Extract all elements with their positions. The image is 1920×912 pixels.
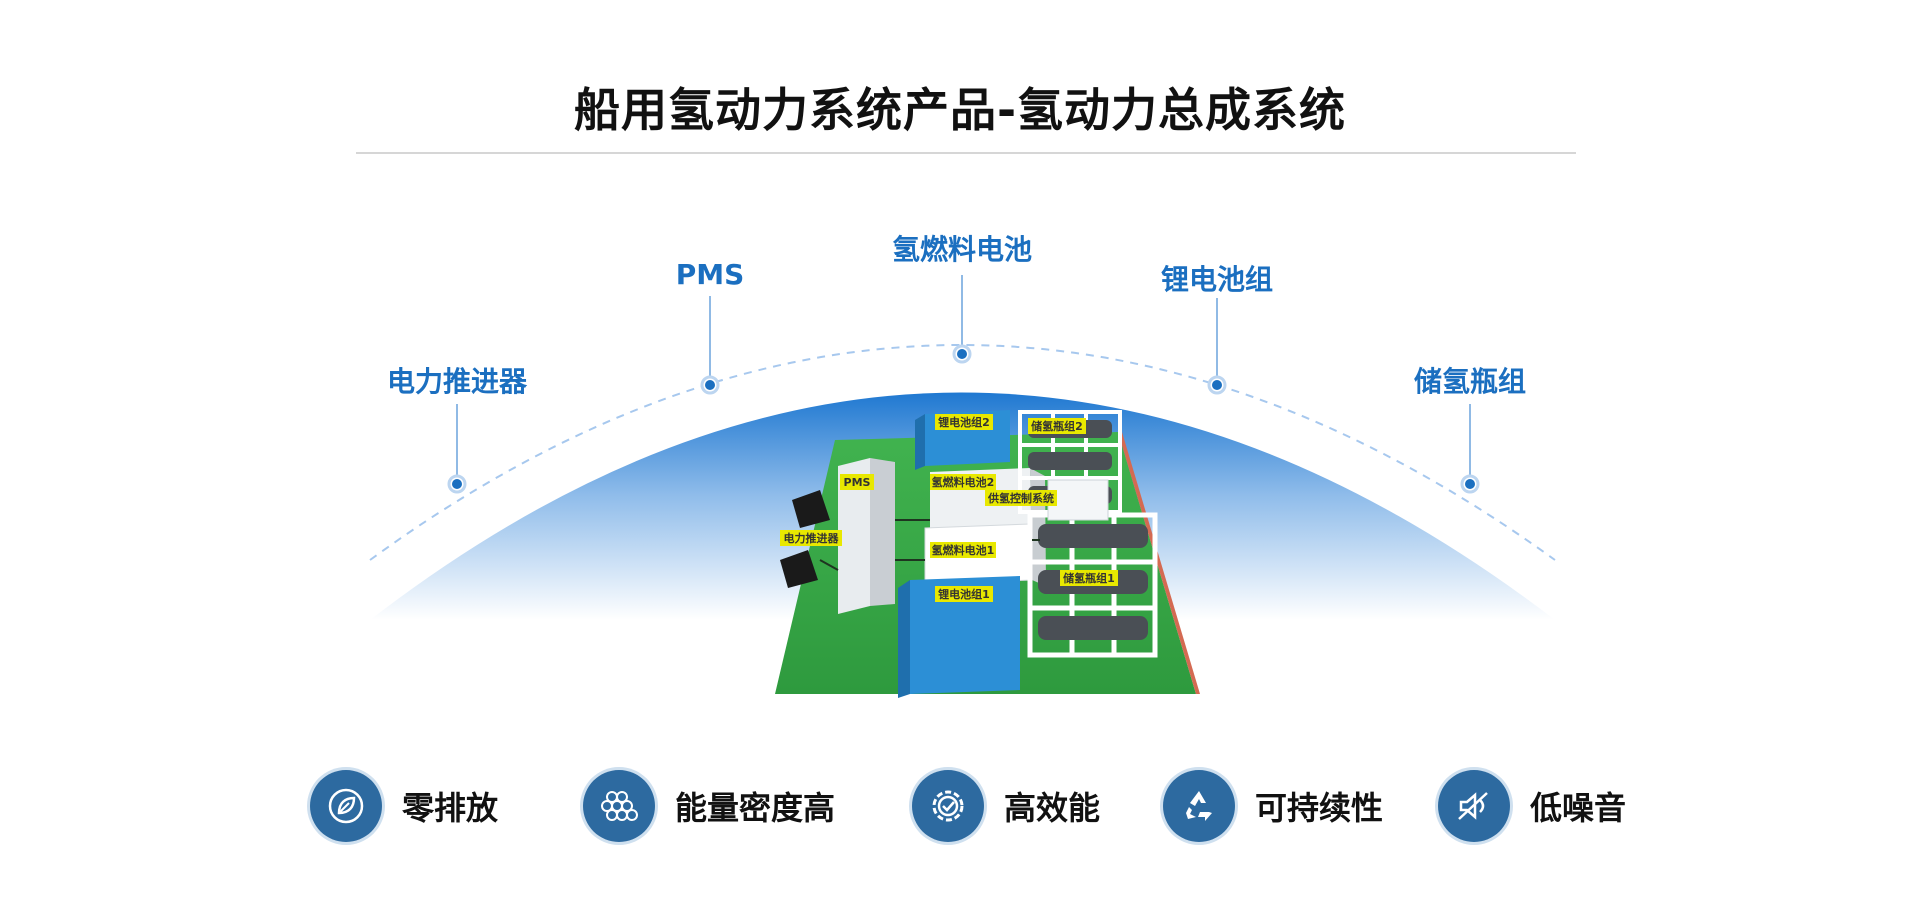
feature-label: 高效能 — [1004, 789, 1101, 827]
mute-icon — [1438, 770, 1510, 842]
tag-h2bottle1: 储氢瓶组1 — [1063, 571, 1115, 585]
supply-control-box — [1047, 479, 1109, 521]
feature-label: 可持续性 — [1255, 789, 1384, 827]
model-tags: 锂电池组2 储氢瓶组2 PMS 氢燃料电池2 供氢控制系统 电力推进器 氢燃料电… — [780, 414, 1118, 602]
tag-battery2: 锂电池组2 — [938, 415, 990, 429]
label-battery: 锂电池组 — [1160, 263, 1274, 296]
leader-fuel-cell — [952, 275, 972, 364]
tag-battery1: 锂电池组1 — [938, 587, 990, 601]
pms-cabinet — [838, 458, 870, 614]
gear-check-icon — [912, 770, 984, 842]
tag-supply: 供氢控制系统 — [987, 491, 1054, 505]
page-title: 船用氢动力系统产品-氢动力总成系统 — [573, 83, 1347, 137]
leader-thruster — [447, 404, 467, 494]
leader-battery — [1207, 298, 1227, 395]
title-divider — [356, 152, 1576, 154]
feature-efficiency: 高效能 — [912, 768, 1100, 844]
feature-label: 能量密度高 — [675, 789, 836, 827]
tag-pms: PMS — [844, 476, 871, 489]
tag-h2bottle2: 储氢瓶组2 — [1031, 419, 1083, 433]
thruster-units — [780, 490, 830, 588]
tag-fuelcell1: 氢燃料电池1 — [932, 543, 995, 557]
battery1-block — [910, 576, 1020, 694]
leaf-icon — [310, 770, 382, 842]
feature-energy-density: 能量密度高 — [583, 768, 835, 844]
label-pms: PMS — [675, 258, 745, 291]
leader-h2-bottle — [1460, 404, 1480, 494]
label-fuel-cell: 氢燃料电池 — [891, 233, 1033, 266]
tag-thruster: 电力推进器 — [784, 531, 840, 545]
feature-zero-emission: 零排放 — [310, 768, 498, 844]
feature-sustainability: 可持续性 — [1163, 768, 1383, 844]
tag-fuelcell2: 氢燃料电池2 — [932, 475, 995, 489]
feature-low-noise: 低噪音 — [1438, 768, 1626, 844]
molecule-icon — [583, 770, 655, 842]
feature-label: 零排放 — [402, 789, 499, 827]
recycle-icon — [1163, 770, 1235, 842]
label-thruster: 电力推进器 — [386, 365, 528, 398]
feature-label: 低噪音 — [1530, 789, 1627, 827]
leader-pms — [700, 296, 720, 395]
label-h2-bottle: 储氢瓶组 — [1413, 365, 1527, 398]
system-3d-model: 锂电池组2 储氢瓶组2 PMS 氢燃料电池2 供氢控制系统 电力推进器 氢燃料电… — [775, 410, 1200, 698]
